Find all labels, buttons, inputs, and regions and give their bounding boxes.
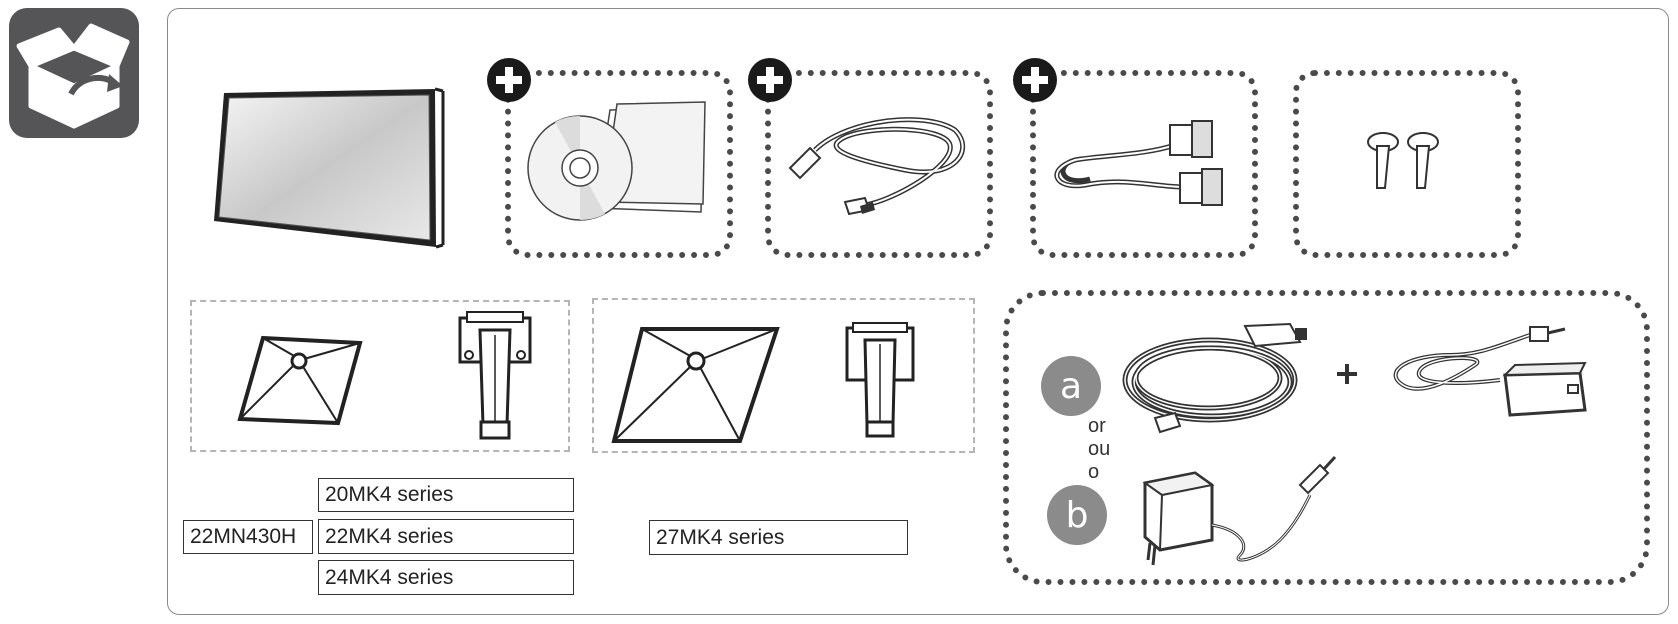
dsub-cable-icon	[1054, 120, 1223, 206]
power-options-box	[1003, 290, 1650, 585]
label-24mk4-series: 24MK4 series	[318, 560, 574, 595]
label-22mk4-series: 22MK4 series	[318, 519, 574, 554]
or-label-es: o	[1088, 461, 1100, 483]
cd-manual-icon	[527, 101, 706, 221]
plus-icon	[1337, 364, 1357, 384]
stand-group-27	[592, 298, 975, 453]
stand-base-icon	[611, 327, 780, 443]
label-22mn430h: 22MN430H	[183, 520, 313, 554]
hdmi-cable-icon	[788, 117, 966, 216]
contents-frame	[167, 8, 1669, 615]
ac-dc-adapter-icon	[1393, 326, 1587, 417]
option-a-badge: a	[1041, 356, 1101, 416]
stand-body-icon	[845, 322, 915, 438]
label-20mk4-series: 20MK4 series	[318, 478, 574, 512]
stand-body-icon	[458, 311, 532, 440]
label-27mk4-series: 27MK4 series	[649, 520, 908, 555]
option-b-badge: b	[1047, 485, 1107, 545]
screws-icon	[1367, 132, 1439, 189]
power-cord-icon	[1122, 322, 1307, 434]
dsub-cable-box	[1030, 70, 1258, 258]
plus-circle-icon	[748, 58, 792, 102]
or-label-en: or	[1088, 415, 1106, 437]
stand-base-icon	[237, 335, 363, 426]
open-box-icon	[16, 23, 130, 129]
screws-box	[1293, 70, 1521, 258]
stand-group-small	[190, 300, 570, 452]
plug-adapter-icon	[1142, 455, 1337, 566]
open-box-badge	[9, 8, 139, 138]
cd-manual-box	[505, 70, 733, 258]
hdmi-cable-box	[765, 70, 993, 258]
plus-circle-icon	[1013, 58, 1057, 102]
plus-circle-icon	[487, 58, 531, 102]
or-label-pt: ou	[1088, 438, 1111, 460]
monitor-icon	[214, 87, 445, 249]
